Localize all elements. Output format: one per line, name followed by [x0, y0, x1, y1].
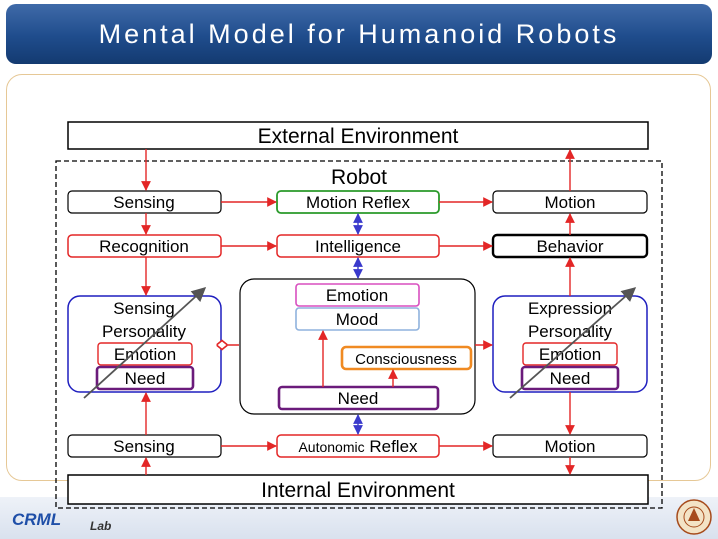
external-environment-box [67, 121, 649, 150]
center-mood-box [295, 307, 420, 331]
left-diagonal-arrow [83, 287, 207, 399]
right-group-line1: Expression [528, 299, 612, 318]
left-need-box [95, 365, 195, 391]
recognition-label: Recognition [99, 237, 189, 256]
center-mood-label: Mood [336, 310, 379, 329]
center-emotion-label: Emotion [326, 286, 388, 305]
left-need-label: Need [125, 369, 166, 388]
lab-logo-text: CRML [12, 510, 61, 529]
university-seal [676, 499, 712, 535]
consciousness-box [340, 345, 473, 371]
motion-top-label: Motion [544, 193, 595, 212]
right-need-label: Need [550, 369, 591, 388]
motion-bottom-label: Motion [544, 437, 595, 456]
autonomic-reflex-label: Autonomic Reflex [298, 437, 418, 456]
internal-environment-box [67, 474, 649, 505]
autonomic-word: Autonomic [298, 439, 364, 455]
intelligence-label: Intelligence [315, 237, 401, 256]
right-diagonal-arrow [509, 287, 637, 399]
robot-frame [55, 160, 663, 509]
red-arrows [141, 149, 575, 475]
slide-title: Mental Model for Humanoid Robots [6, 4, 712, 64]
lab-logo: CRML Lab [12, 510, 111, 533]
right-need-box [520, 365, 620, 391]
sensing-bottom-label: Sensing [113, 437, 174, 456]
left-emotion-label: Emotion [114, 345, 176, 364]
center-need-label: Need [338, 389, 379, 408]
center-need-box [277, 385, 440, 411]
internal-environment-label: Internal Environment [261, 479, 455, 502]
consciousness-label: Consciousness [355, 351, 457, 368]
right-emotion-box [522, 342, 618, 366]
reflex-word: Reflex [369, 437, 418, 456]
right-group-line2: Personality [528, 322, 613, 341]
center-emotion-box [295, 283, 420, 307]
right-emotion-label: Emotion [539, 345, 601, 364]
left-group-line1: Sensing [113, 299, 174, 318]
robot-label: Robot [331, 166, 387, 189]
sensing-top-label: Sensing [113, 193, 174, 212]
left-group-line2: Personality [102, 322, 187, 341]
external-environment-label: External Environment [258, 125, 459, 148]
behavior-label: Behavior [536, 237, 603, 256]
lab-logo-sub: Lab [90, 519, 111, 533]
motion-reflex-label: Motion Reflex [306, 193, 410, 212]
